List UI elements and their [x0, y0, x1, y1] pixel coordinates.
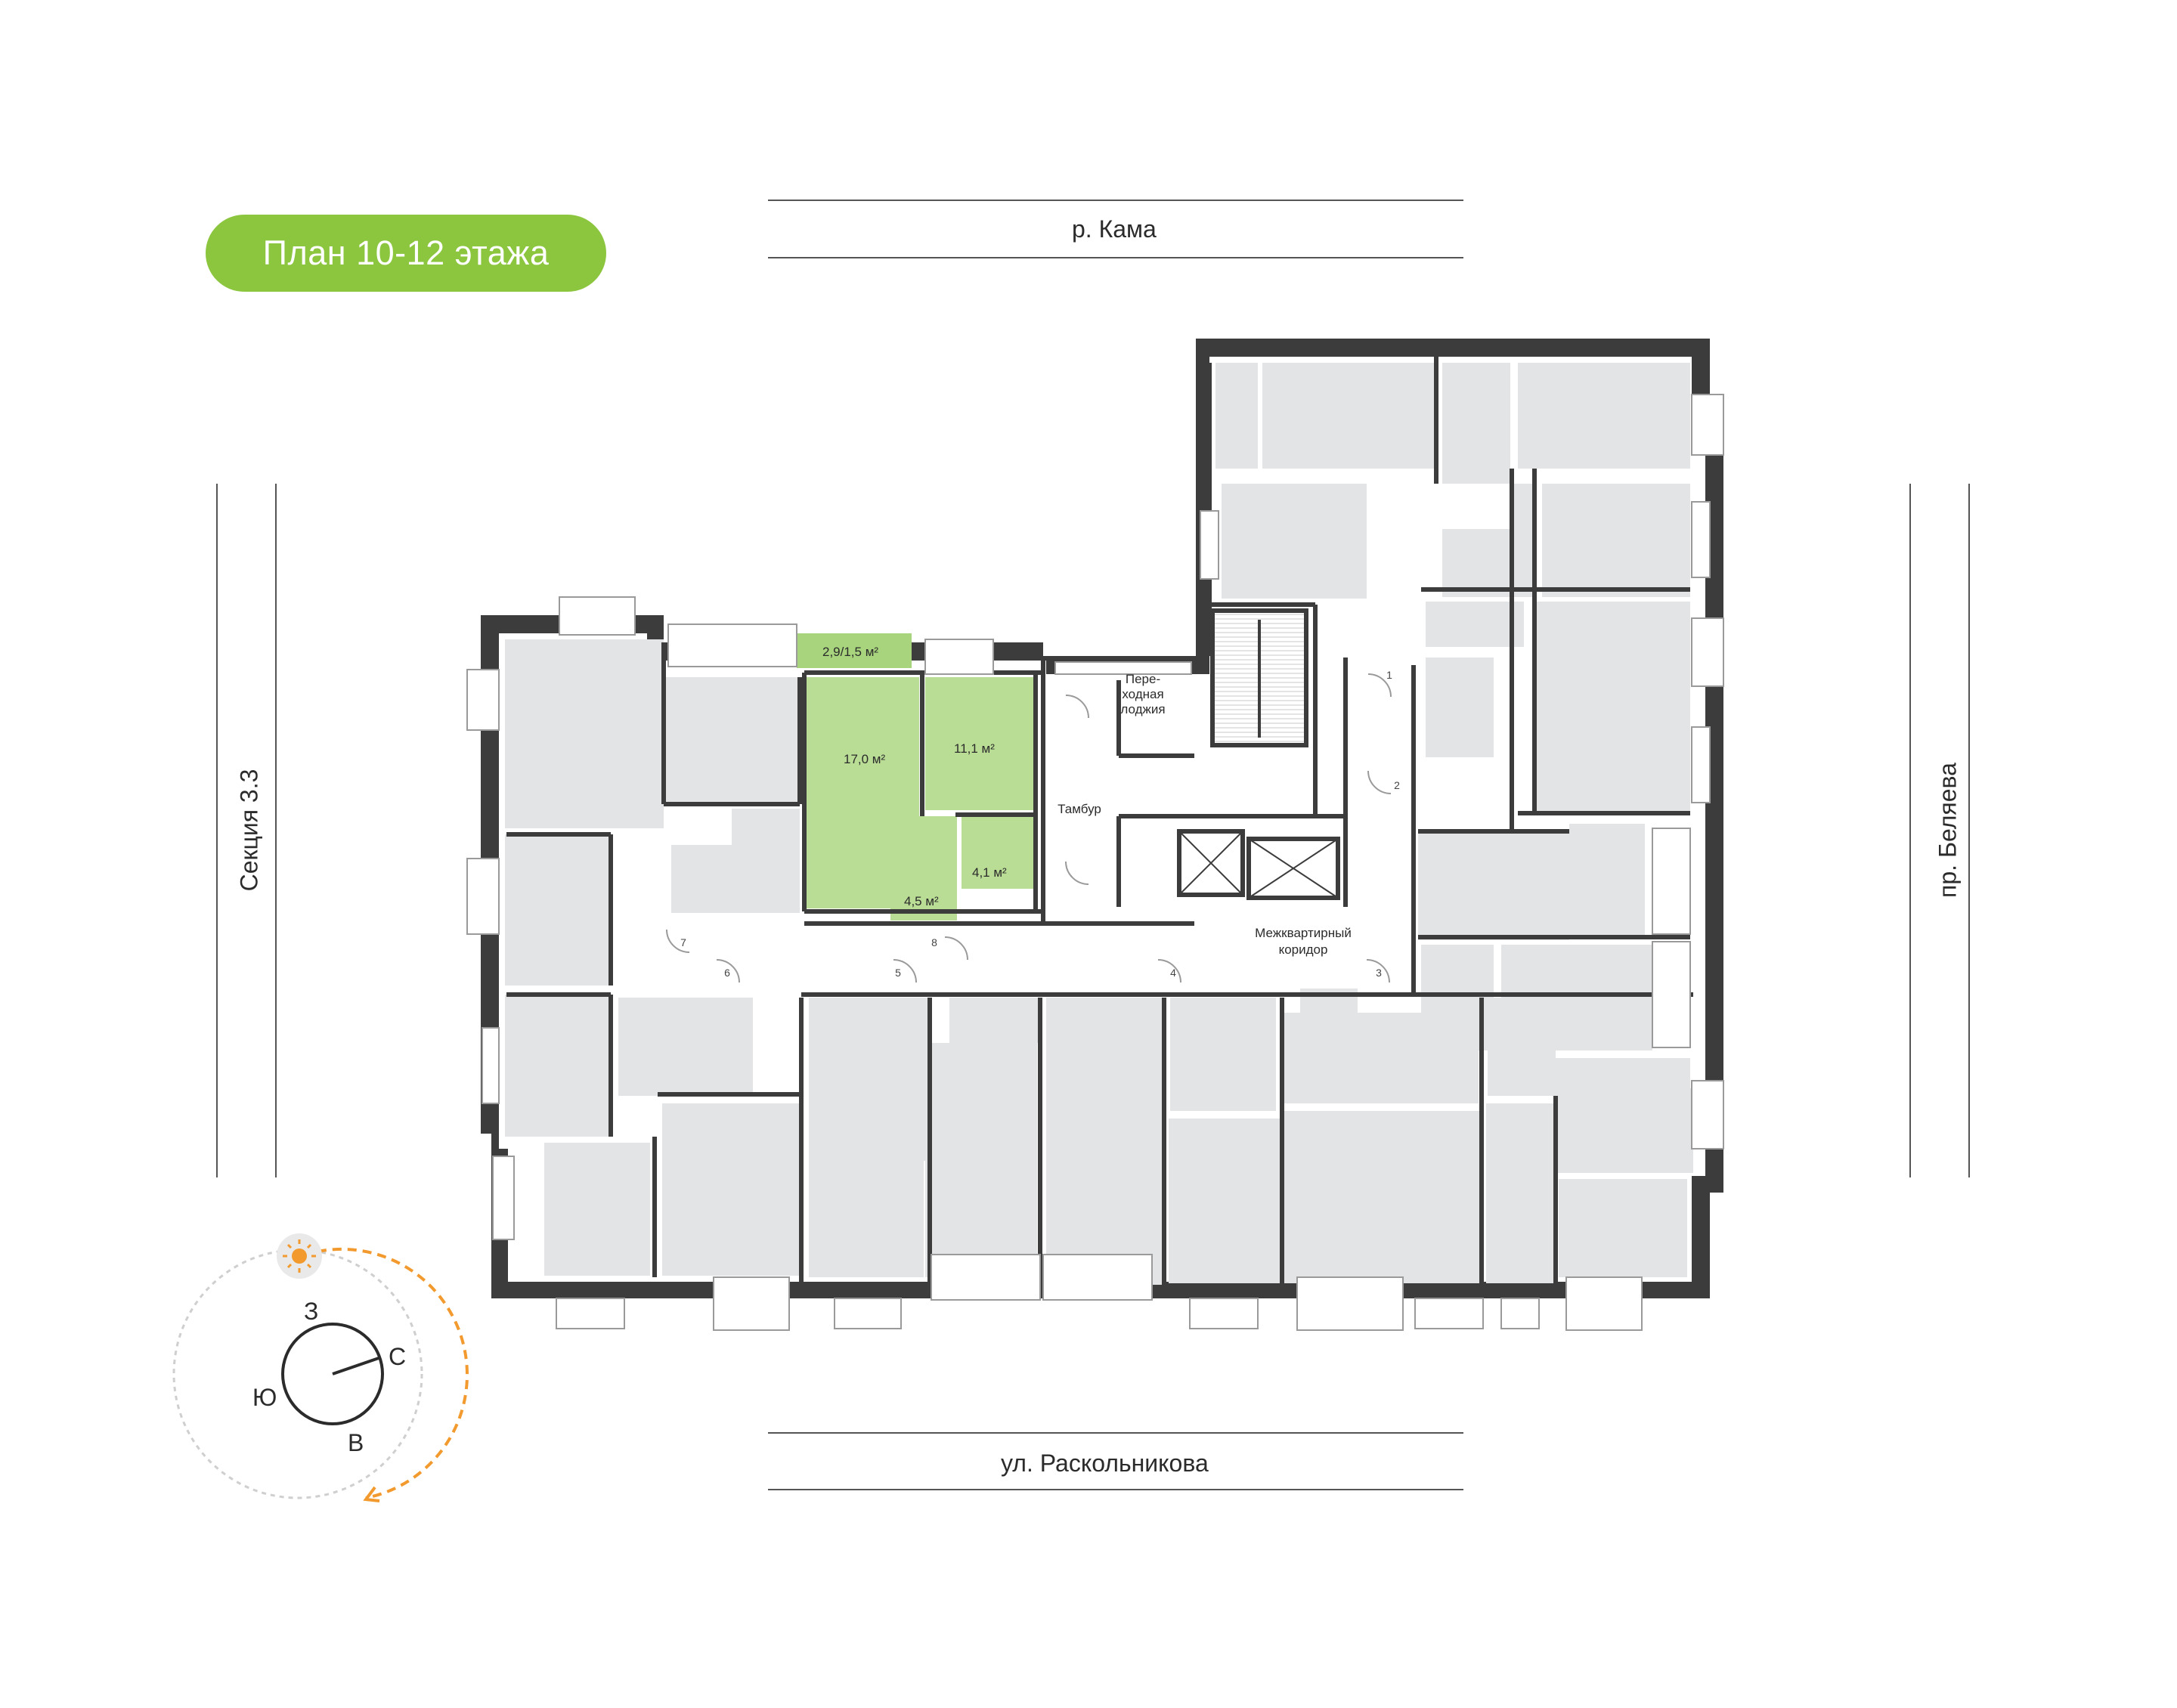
bath-area-label: 4,1 м² [972, 865, 1007, 880]
sun-icon [292, 1249, 307, 1264]
room [1486, 1103, 1554, 1283]
apartment-area-labels: 2,9/1,5 м² 17,0 м² 11,1 м² 4,1 м² 4,5 м² [822, 645, 1007, 908]
room [1170, 998, 1276, 1111]
room [1501, 945, 1652, 1050]
bottom-street-line-lower [768, 1489, 1463, 1490]
door-swings [666, 673, 1392, 983]
bottom-street-line-upper [768, 1432, 1463, 1434]
elevator [1246, 837, 1340, 900]
sun-path-circle [172, 1249, 423, 1499]
loggia-label-line-1: Пере- [1126, 672, 1160, 686]
compass-north-label: С [389, 1343, 406, 1370]
room [505, 995, 611, 1137]
common-area-labels: Пере- ходная лоджия Тамбур Межквартирный… [1058, 672, 1352, 957]
room [1215, 363, 1258, 469]
room [671, 845, 732, 913]
door-number-4: 4 [1170, 967, 1176, 979]
door-number-6: 6 [724, 967, 730, 979]
door-number-7: 7 [680, 936, 686, 948]
left-street-line-right [275, 484, 277, 1177]
room [618, 998, 685, 1096]
loggia-area-label: 2,9/1,5 м² [822, 645, 878, 659]
left-street-line-left [216, 484, 218, 1177]
room [1426, 602, 1524, 647]
top-street-line-lower [768, 257, 1463, 258]
room [1418, 831, 1569, 940]
room [925, 1043, 1037, 1277]
room [1542, 484, 1690, 597]
room [664, 677, 800, 804]
compass-needle [332, 1356, 382, 1375]
room [809, 1161, 924, 1277]
compass-east-label: В [348, 1429, 364, 1456]
room [544, 1143, 650, 1276]
room [685, 998, 753, 1096]
loggia-label-line-2: ходная [1122, 687, 1163, 701]
room [949, 998, 1039, 1043]
top-street-label: р. Кама [1072, 215, 1157, 243]
rooms-left-wing [505, 639, 1693, 1285]
sun-path-arc [317, 1247, 469, 1499]
room [1169, 1119, 1282, 1283]
door-number-8: 8 [931, 936, 937, 948]
rooms-right-wing [1215, 363, 1690, 1171]
room [732, 809, 800, 913]
room [1559, 1179, 1687, 1277]
room [1554, 1058, 1690, 1171]
room [505, 834, 611, 986]
windows [466, 394, 1724, 1331]
room [1046, 998, 1164, 1285]
elevator-shafts [1177, 829, 1340, 900]
apartment-loggia [797, 633, 912, 668]
sun-path-arrow-icon [363, 1486, 380, 1502]
apartment-bath [962, 816, 1036, 889]
room [662, 1103, 801, 1276]
room [1518, 363, 1690, 469]
bottom-street-label: ул. Раскольникова [1001, 1450, 1209, 1477]
corridor-label-line-2: коридор [1279, 942, 1328, 957]
room [1569, 824, 1645, 937]
kitchen-area-label: 11,1 м² [954, 741, 995, 756]
apartment-hall [890, 816, 957, 921]
highlighted-apartment [797, 633, 1036, 921]
interior-walls [506, 357, 1693, 1285]
right-street-line-right [1968, 484, 1970, 1177]
room [1534, 602, 1690, 715]
door-number-2: 2 [1394, 779, 1400, 791]
room-area-label: 17,0 м² [844, 752, 885, 766]
loggia-label-line-3: лоджия [1120, 702, 1165, 716]
hall-area-label: 4,5 м² [904, 894, 939, 908]
apartment-kitchen [925, 677, 1034, 810]
room [1442, 529, 1518, 597]
room [505, 639, 664, 828]
room [1222, 484, 1367, 599]
room [1534, 715, 1690, 813]
corridor-label-line-1: Межквартирный [1255, 926, 1352, 940]
stairwell [1210, 608, 1308, 747]
room [1262, 363, 1436, 469]
vestibule-label: Тамбур [1058, 802, 1101, 816]
compass-west-label: З [304, 1298, 318, 1325]
floor-plan-title: План 10-12 этажа [206, 215, 606, 292]
door-number-5: 5 [895, 967, 901, 979]
right-street-line-left [1909, 484, 1911, 1177]
room [809, 998, 930, 1161]
top-street-line-upper [768, 200, 1463, 201]
room [1442, 363, 1510, 484]
door-number-1: 1 [1386, 669, 1392, 681]
elevator [1177, 829, 1245, 897]
door-number-3: 3 [1376, 967, 1382, 979]
room [1426, 658, 1494, 757]
compass-south-label: Ю [252, 1384, 277, 1411]
compass: З С Ю В [172, 1233, 469, 1502]
room [1282, 1111, 1480, 1283]
compass-ring [281, 1323, 384, 1425]
door-numbers: 1 2 3 4 5 6 7 8 [680, 669, 1400, 979]
